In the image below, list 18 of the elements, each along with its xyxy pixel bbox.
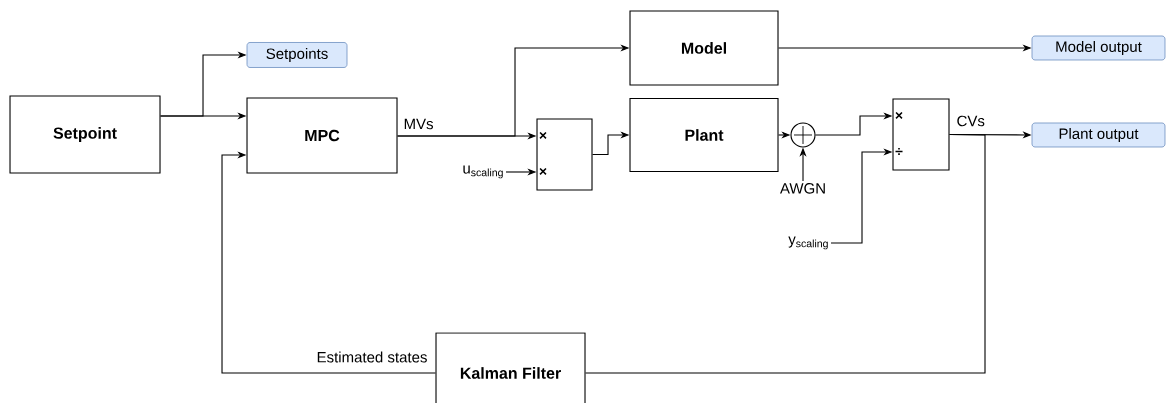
- summing-junction: [790, 122, 816, 148]
- block-box: Model: [629, 10, 779, 86]
- block-box: Setpoint: [9, 95, 161, 174]
- block-box: Kalman Filter: [435, 332, 586, 403]
- edge-label: Estimated states: [315, 350, 429, 364]
- output-tag: Model output: [1031, 35, 1166, 61]
- signal-label: u$_{scaling}$: [463, 165, 503, 179]
- block-box: Plant: [629, 97, 779, 173]
- block-box: MPC: [246, 97, 398, 174]
- signal-label: y$_{scaling}$: [788, 236, 828, 250]
- signal-label: AWGN: [780, 183, 825, 194]
- arrow: [221, 151, 436, 374]
- output-tag: Setpoints: [246, 42, 348, 68]
- product-block: × ×: [536, 118, 593, 191]
- edge-label: CVs: [955, 114, 986, 128]
- output-tag: Plant output: [1031, 122, 1166, 148]
- product-block: × ÷: [892, 98, 950, 171]
- edge-label: MVs: [402, 117, 435, 131]
